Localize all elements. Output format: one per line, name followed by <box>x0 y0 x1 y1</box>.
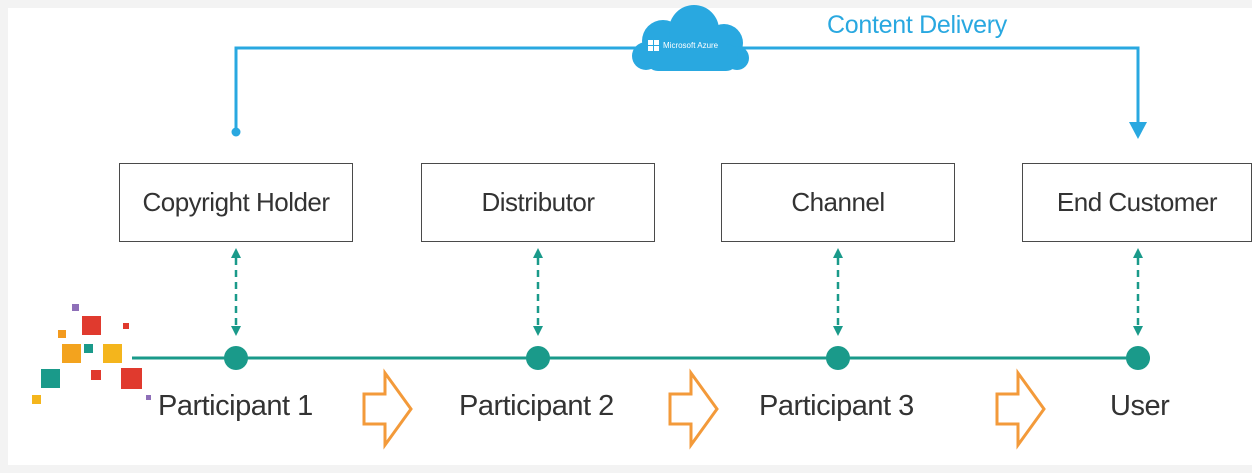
connector-arrowheads <box>231 248 1143 336</box>
participant-label-2: Participant 2 <box>459 390 614 422</box>
role-box-copyright-holder: Copyright Holder <box>119 163 353 242</box>
participant-label-1: Participant 1 <box>158 390 313 422</box>
chain-nodes <box>224 346 1150 370</box>
down-arrow-icon <box>1133 326 1143 336</box>
up-arrow-icon <box>231 248 241 258</box>
blockchain-logo-icon <box>32 304 151 404</box>
up-arrow-icon <box>533 248 543 258</box>
node-user <box>1126 346 1150 370</box>
up-arrow-icon <box>1133 248 1143 258</box>
hollow-right-arrow-icon <box>668 368 719 450</box>
cloud-icon <box>632 5 749 71</box>
up-arrow-icon <box>833 248 843 258</box>
role-connectors <box>234 258 1140 326</box>
windows-logo-icon <box>648 40 659 51</box>
node-participant-2 <box>526 346 550 370</box>
delivery-arrowhead-icon <box>1129 122 1147 139</box>
down-arrow-icon <box>533 326 543 336</box>
role-box-distributor: Distributor <box>421 163 655 242</box>
node-participant-1 <box>224 346 248 370</box>
participant-label-user: User <box>1110 390 1170 422</box>
role-box-end-customer: End Customer <box>1022 163 1252 242</box>
content-delivery-label: Content Delivery <box>827 11 1008 39</box>
delivery-start-dot <box>231 127 241 137</box>
participant-label-3: Participant 3 <box>759 390 914 422</box>
down-arrow-icon <box>231 326 241 336</box>
azure-label: Microsoft Azure <box>663 41 719 50</box>
hollow-right-arrow-icon <box>995 368 1046 450</box>
down-arrow-icon <box>833 326 843 336</box>
flow-arrows <box>362 368 1046 450</box>
hollow-right-arrow-icon <box>362 368 413 450</box>
node-participant-3 <box>826 346 850 370</box>
role-box-channel: Channel <box>721 163 955 242</box>
